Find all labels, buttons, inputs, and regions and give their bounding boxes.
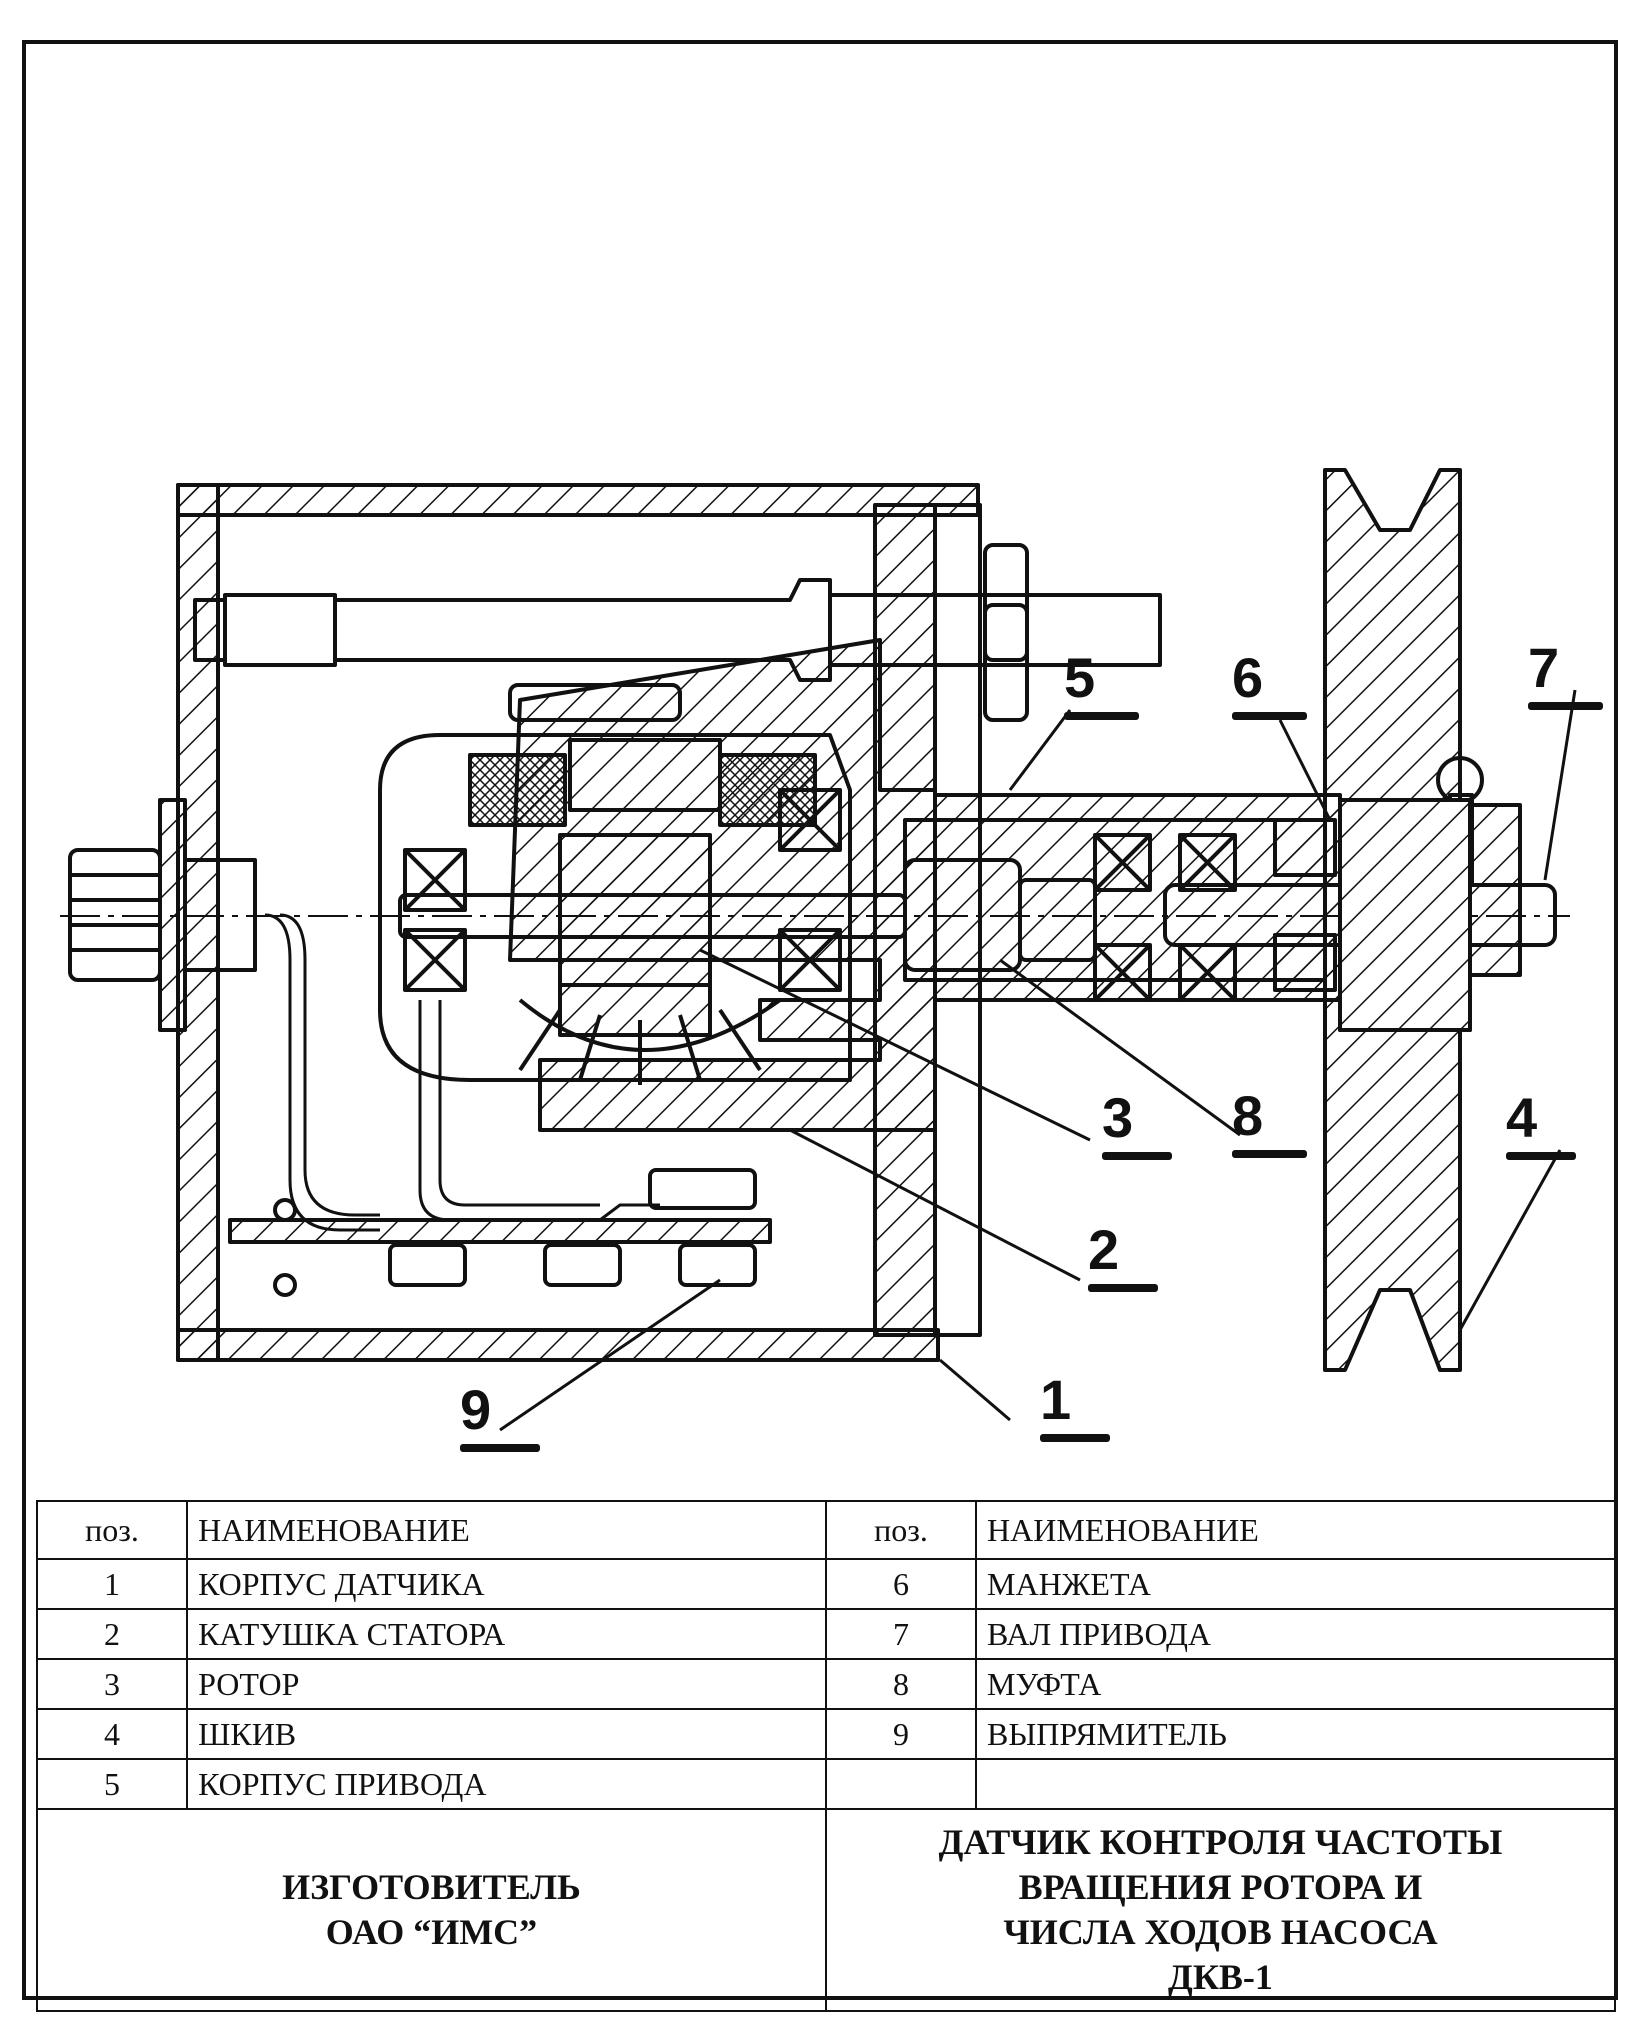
rectifier-board [228, 1168, 772, 1297]
manufacturer-label: ИЗГОТОВИТЕЛЬ [282, 1867, 581, 1907]
legend-row: 1 КОРПУС ДАТЧИКА 6 МАНЖЕТА [35, 1558, 1616, 1610]
part-name: ВАЛ ПРИВОДА [975, 1608, 1616, 1660]
legend-row: 3 РОТОР 8 МУФТА [35, 1658, 1616, 1710]
part-pos: 2 [35, 1608, 189, 1660]
drawing-title-line-4: ДКВ-1 [1168, 1957, 1273, 1997]
callout-5: 5 [1064, 650, 1139, 720]
rotor [518, 833, 782, 1085]
bearings [403, 788, 1237, 1002]
callout-1: 1 [1040, 1372, 1110, 1442]
drawing-title-line-1: ДАТЧИК КОНТРОЛЯ ЧАСТОТЫ [938, 1822, 1503, 1862]
callout-7: 7 [1528, 640, 1603, 710]
pos-header-left: поз. [35, 1500, 189, 1560]
part-name: ШКИВ [186, 1708, 827, 1760]
parts-legend-table: поз. НАИМЕНОВАНИЕ поз. НАИМЕНОВАНИЕ 1 КО… [35, 1500, 1617, 2012]
callout-2: 2 [1088, 1222, 1158, 1292]
part-pos: 4 [35, 1708, 189, 1760]
part-name: КОРПУС ПРИВОДА [186, 1758, 827, 1810]
callout-3: 3 [1102, 1090, 1172, 1160]
part-pos: 1 [35, 1558, 189, 1610]
manufacturer-name: ОАО “ИМС” [325, 1912, 538, 1952]
part-name: МУФТА [975, 1658, 1616, 1710]
part-name: ВЫПРЯМИТЕЛЬ [975, 1708, 1616, 1760]
cable-connector [68, 798, 257, 1032]
leader-lines [499, 689, 1577, 1432]
assembly-drawing [60, 468, 1577, 1432]
legend-row: 2 КАТУШКА СТАТОРА 7 ВАЛ ПРИВОДА [35, 1608, 1616, 1660]
legend-row: 5 КОРПУС ПРИВОДА [35, 1758, 1616, 1810]
part-pos-empty [824, 1758, 978, 1810]
callout-4: 4 [1506, 1090, 1576, 1160]
legend-row: 4 ШКИВ 9 ВЫПРЯМИТЕЛЬ [35, 1708, 1616, 1760]
part-pos: 5 [35, 1758, 189, 1810]
callout-9: 9 [460, 1382, 540, 1452]
part-pos: 8 [824, 1658, 978, 1710]
title-block-row: ИЗГОТОВИТЕЛЬ ОАО “ИМС” ДАТЧИК КОНТРОЛЯ Ч… [36, 1808, 1617, 2012]
part-name: КОРПУС ДАТЧИКА [186, 1558, 827, 1610]
drawing-title-line-2: ВРАЩЕНИЯ РОТОРА И [1018, 1867, 1423, 1907]
drawing-title-cell: ДАТЧИК КОНТРОЛЯ ЧАСТОТЫ ВРАЩЕНИЯ РОТОРА … [824, 1808, 1617, 2012]
manufacturer-cell: ИЗГОТОВИТЕЛЬ ОАО “ИМС” [36, 1808, 827, 2012]
name-header-right: НАИМЕНОВАНИЕ [975, 1500, 1616, 1560]
part-name: КАТУШКА СТАТОРА [186, 1608, 827, 1660]
part-pos: 6 [824, 1558, 978, 1610]
callout-8: 8 [1232, 1088, 1307, 1158]
coupling [903, 858, 1097, 972]
name-header-left: НАИМЕНОВАНИЕ [186, 1500, 827, 1560]
pulley [1323, 468, 1472, 1372]
pos-header-right: поз. [824, 1500, 978, 1560]
part-name: РОТОР [186, 1658, 827, 1710]
part-pos: 3 [35, 1658, 189, 1710]
callout-6: 6 [1232, 650, 1307, 720]
stator-coil [378, 683, 852, 1082]
part-pos: 7 [824, 1608, 978, 1660]
part-name-empty [975, 1758, 1616, 1810]
legend-header-row: поз. НАИМЕНОВАНИЕ поз. НАИМЕНОВАНИЕ [35, 1500, 1616, 1560]
drawing-title-line-3: ЧИСЛА ХОДОВ НАСОСА [1003, 1912, 1438, 1952]
part-name: МАНЖЕТА [975, 1558, 1616, 1610]
part-pos: 9 [824, 1708, 978, 1760]
